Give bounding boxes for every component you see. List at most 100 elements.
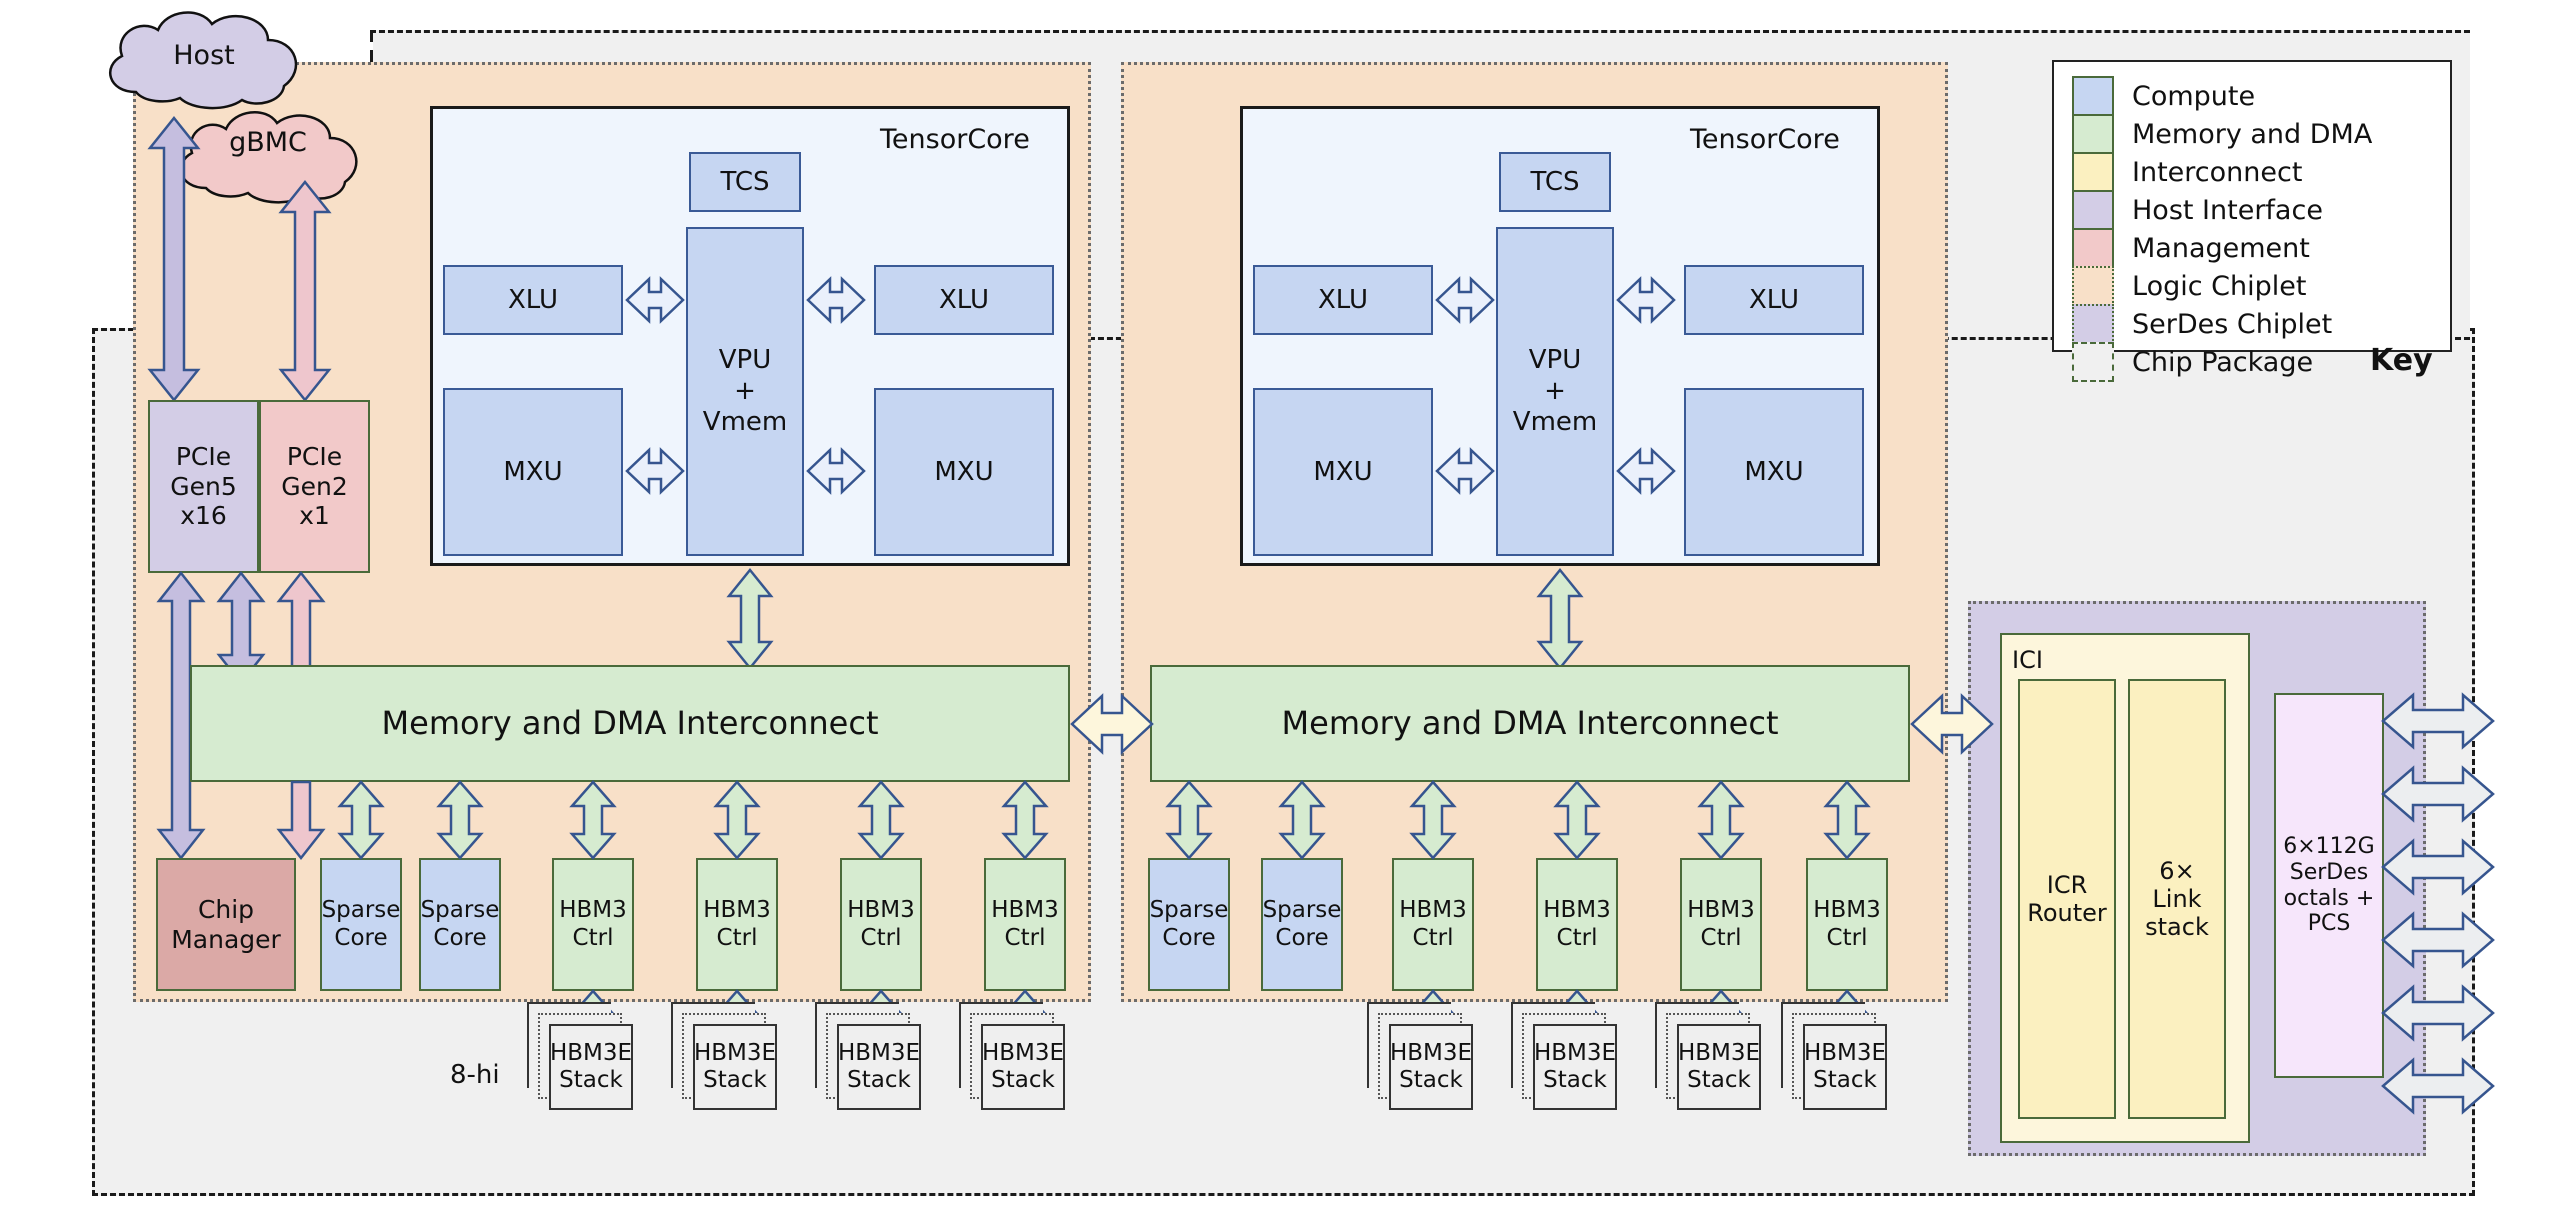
legend-item-host-interface: Host Interface [2072, 190, 2323, 230]
mxu-right-east[interactable]: MXU [1684, 388, 1864, 556]
gbmc-cloud [179, 111, 358, 204]
legend-swatch-interconnect [2072, 152, 2114, 192]
arrow-interconnect-hbm3ctrl-left-1 [569, 780, 617, 860]
mxu-left-west[interactable]: MXU [443, 388, 623, 556]
arrow-interconnect-sparse-left-1 [337, 780, 385, 860]
legend-swatch-compute [2072, 76, 2114, 116]
legend-item-chip-package: Chip Package [2072, 342, 2313, 382]
legend-item-compute: Compute [2072, 76, 2255, 116]
arrow-interconnect-sparse-right-2 [1278, 780, 1326, 860]
hbm3e-stack-right-2[interactable]: HBM3E Stack [1533, 1024, 1617, 1110]
mxu-right-west[interactable]: MXU [1253, 388, 1433, 556]
legend-label-chip-package: Chip Package [2132, 346, 2314, 378]
hbm3e-stack-left-2[interactable]: HBM3E Stack [693, 1024, 777, 1110]
chip-manager-block[interactable]: Chip Manager [156, 858, 296, 991]
legend-label-compute: Compute [2132, 80, 2256, 112]
legend-item-interconnect: Interconnect [2072, 152, 2302, 192]
memory-dma-interconnect-left[interactable]: Memory and DMA Interconnect [190, 665, 1070, 782]
arrow-interconnect-hbm3ctrl-right-2 [1553, 780, 1601, 860]
hbm3e-stack-left-4[interactable]: HBM3E Stack [981, 1024, 1065, 1110]
xlu-left-east[interactable]: XLU [874, 265, 1054, 335]
pcie-gen2-block[interactable]: PCIe Gen2 x1 [259, 400, 370, 573]
arrow-interconnect-hbm3ctrl-right-1 [1409, 780, 1457, 860]
hbm-height-label: 8-hi [450, 1060, 500, 1090]
mxu-left-east[interactable]: MXU [874, 388, 1054, 556]
legend-swatch-logic-chiplet [2072, 266, 2114, 306]
legend-label-logic-chiplet: Logic Chiplet [2132, 270, 2307, 302]
arrow-xlu-west-vpu-right [1435, 276, 1495, 324]
legend-label-interconnect: Interconnect [2132, 156, 2303, 188]
host-cloud-label: Host [173, 40, 235, 71]
arrow-vpu-xlu-east-right [1616, 276, 1676, 324]
hbm3-ctrl-right-3[interactable]: HBM3 Ctrl [1680, 858, 1762, 991]
legend-swatch-host-interface [2072, 190, 2114, 230]
sparse-core-left-2[interactable]: Sparse Core [419, 858, 501, 991]
arrow-interconnect-sparse-left-2 [436, 780, 484, 860]
serdes-link-arrow-1 [2381, 692, 2495, 750]
legend-item-serdes-chiplet: SerDes Chiplet [2072, 304, 2332, 344]
memory-dma-interconnect-right[interactable]: Memory and DMA Interconnect [1150, 665, 1910, 782]
arrow-interconnect-hbm3ctrl-right-4 [1823, 780, 1871, 860]
legend-item-memory-and-dma: Memory and DMA [2072, 114, 2372, 154]
icr-router-block[interactable]: ICR Router [2018, 679, 2116, 1119]
vpu-vmem-left[interactable]: VPU + Vmem [686, 227, 804, 556]
hbm3-ctrl-right-2[interactable]: HBM3 Ctrl [1536, 858, 1618, 991]
legend-swatch-memory-and-dma [2072, 114, 2114, 154]
serdes-octals-pcs-block[interactable]: 6×112G SerDes octals + PCS [2274, 693, 2384, 1078]
arrow-mxu-west-vpu-left [625, 447, 685, 495]
hbm3-ctrl-left-4[interactable]: HBM3 Ctrl [984, 858, 1066, 991]
hbm3e-stack-left-3[interactable]: HBM3E Stack [837, 1024, 921, 1110]
serdes-link-arrow-2 [2381, 765, 2495, 823]
tcs-left[interactable]: TCS [689, 152, 801, 212]
link-stack-block[interactable]: 6× Link stack [2128, 679, 2226, 1119]
gbmc-cloud-label: gBMC [229, 127, 307, 158]
hbm3-ctrl-left-1[interactable]: HBM3 Ctrl [552, 858, 634, 991]
legend-label-host-interface: Host Interface [2132, 194, 2323, 226]
xlu-right-west[interactable]: XLU [1253, 265, 1433, 335]
arrow-interconnect-to-ici [1910, 693, 1994, 755]
hbm3-ctrl-left-3[interactable]: HBM3 Ctrl [840, 858, 922, 991]
hbm3-ctrl-right-1[interactable]: HBM3 Ctrl [1392, 858, 1474, 991]
xlu-right-east[interactable]: XLU [1684, 265, 1864, 335]
legend-swatch-management [2072, 228, 2114, 268]
hbm3-ctrl-right-4[interactable]: HBM3 Ctrl [1806, 858, 1888, 991]
sparse-core-right-1[interactable]: Sparse Core [1148, 858, 1230, 991]
ici-label: ICI [2012, 646, 2043, 674]
arrow-gbmc-to-pcie2 [278, 179, 332, 403]
hbm3-ctrl-left-2[interactable]: HBM3 Ctrl [696, 858, 778, 991]
hbm3e-stack-left-1[interactable]: HBM3E Stack [549, 1024, 633, 1110]
arrow-interconnect-hbm3ctrl-left-4 [1001, 780, 1049, 860]
arrow-mxu-west-vpu-right [1435, 447, 1495, 495]
arrow-interconnect-hbm3ctrl-left-2 [713, 780, 761, 860]
legend-item-logic-chiplet: Logic Chiplet [2072, 266, 2306, 306]
arrow-vpu-mxu-east-left [806, 447, 866, 495]
arrow-xlu-west-vpu-left [625, 276, 685, 324]
xlu-left-west[interactable]: XLU [443, 265, 623, 335]
serdes-link-arrow-4 [2381, 911, 2495, 969]
hbm3e-stack-right-4[interactable]: HBM3E Stack [1803, 1024, 1887, 1110]
legend-label-serdes-chiplet: SerDes Chiplet [2132, 308, 2333, 340]
host-cloud [109, 11, 298, 110]
sparse-core-left-1[interactable]: Sparse Core [320, 858, 402, 991]
serdes-link-arrow-5 [2381, 984, 2495, 1042]
legend-title: Key [2370, 343, 2433, 378]
arrow-interconnect-hbm3ctrl-right-3 [1697, 780, 1745, 860]
sparse-core-right-2[interactable]: Sparse Core [1261, 858, 1343, 991]
tcs-right[interactable]: TCS [1499, 152, 1611, 212]
legend-label-memory-and-dma: Memory and DMA [2132, 118, 2373, 150]
arrow-host-to-pcie5 [147, 115, 201, 403]
arrow-interconnect-left-right [1070, 693, 1154, 755]
arrow-vpu-xlu-east-left [806, 276, 866, 324]
pcie-gen5-block[interactable]: PCIe Gen5 x16 [148, 400, 259, 573]
arrow-pcie2-to-chip-manager-lower [276, 780, 326, 861]
arrow-tensorcore-right-to-interconnect [1536, 568, 1584, 670]
legend-swatch-serdes-chiplet [2072, 304, 2114, 344]
serdes-link-arrow-6 [2381, 1057, 2495, 1115]
vpu-vmem-right[interactable]: VPU + Vmem [1496, 227, 1614, 556]
hbm3e-stack-right-3[interactable]: HBM3E Stack [1677, 1024, 1761, 1110]
tensorcore-right-label: TensorCore [1690, 124, 1840, 155]
arrow-vpu-mxu-east-right [1616, 447, 1676, 495]
hbm3e-stack-right-1[interactable]: HBM3E Stack [1389, 1024, 1473, 1110]
tensorcore-left-label: TensorCore [880, 124, 1030, 155]
arrow-interconnect-hbm3ctrl-left-3 [857, 780, 905, 860]
